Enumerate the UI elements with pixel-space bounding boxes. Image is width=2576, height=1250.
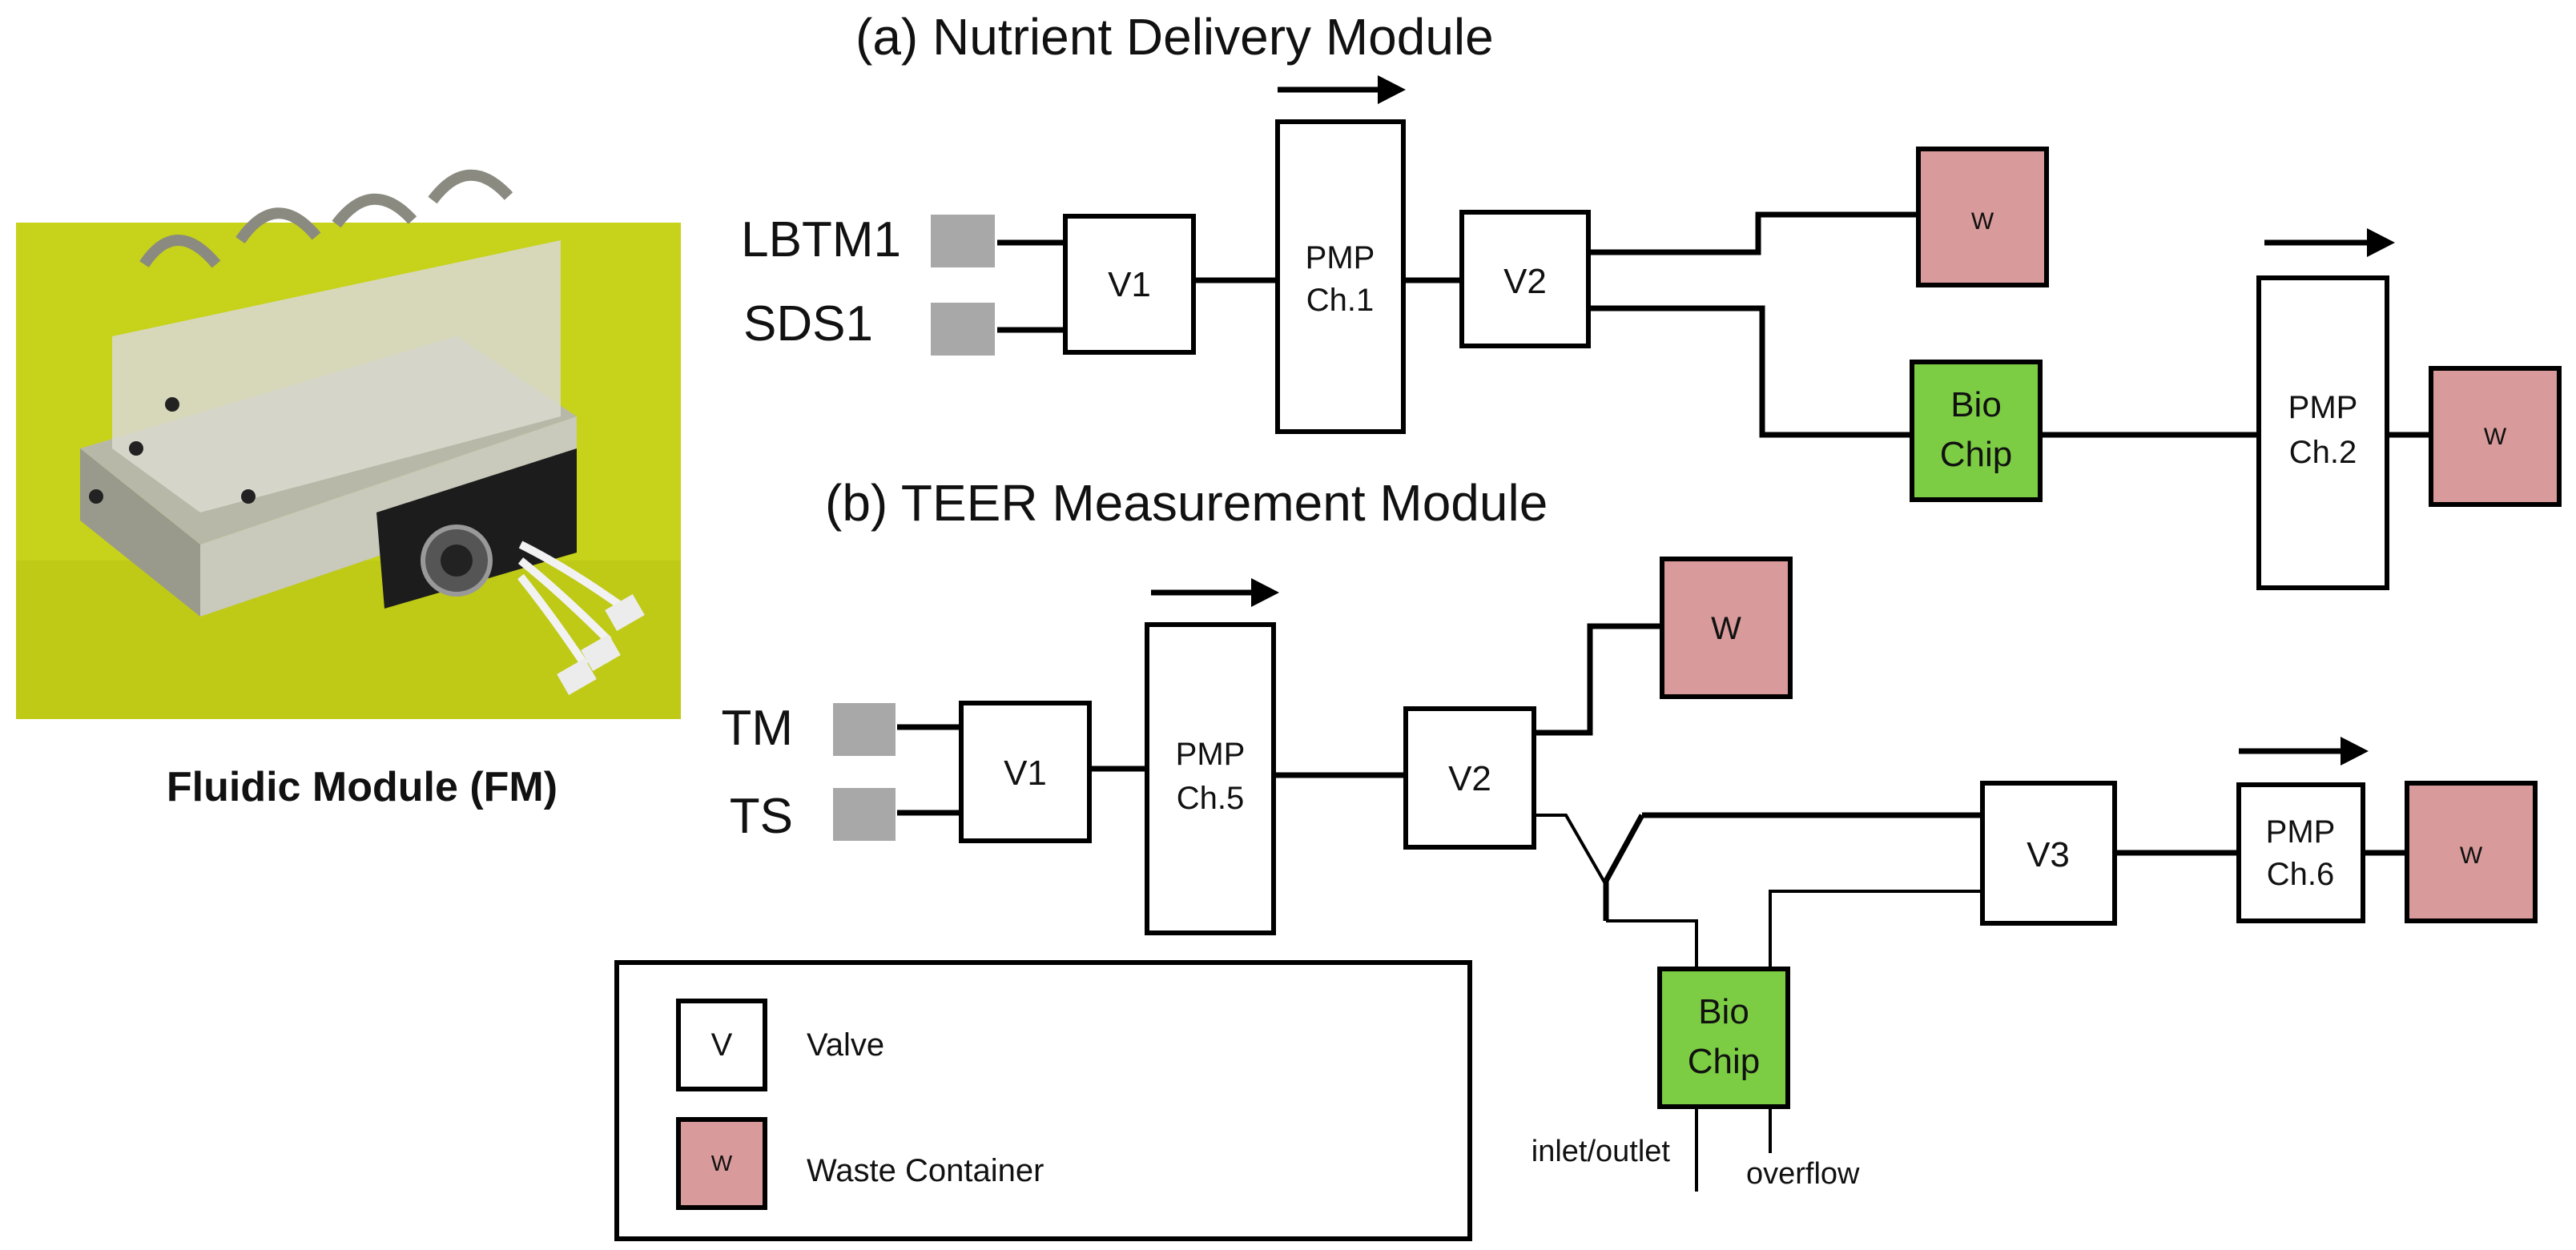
module-a-title: (a) Nutrient Delivery Module: [855, 8, 1494, 66]
module-b-pump-ch5: [1145, 622, 1276, 935]
input-label-tm: TM: [721, 701, 793, 756]
module-b-valve-2: [1403, 706, 1536, 850]
legend-valve-swatch: [676, 999, 767, 1091]
reservoir-ts: [833, 788, 896, 841]
module-a-waste-1: [1916, 147, 2049, 287]
fluidic-module-photo: [16, 169, 681, 719]
module-a-biochip-label-2: Chip: [1940, 435, 2013, 474]
module-a-pump-1-label-2: Ch.1: [1306, 283, 1375, 318]
module-b-waste-1-label: W: [1711, 611, 1741, 646]
module-a-valve-1: [1063, 214, 1196, 355]
module-b-waste-1: [1660, 557, 1793, 699]
flow-direction-arrow: [2239, 737, 2369, 766]
module-b-valve-2-label: V2: [1448, 759, 1491, 798]
module-a-biochip: [1910, 360, 2043, 502]
input-label-sds1: SDS1: [743, 296, 873, 352]
biochip-port-label-overflow: overflow: [1746, 1157, 1860, 1191]
module-b-pump-2-label-1: PMP: [2266, 814, 2336, 850]
module-b-title: (b) TEER Measurement Module: [825, 474, 1548, 532]
module-b-biochip: [1657, 967, 1790, 1109]
module-b-tubing: [897, 623, 2407, 1192]
module-b-waste-2: [2405, 781, 2538, 923]
module-a-pump-2-label-1: PMP: [2288, 390, 2358, 425]
reservoir-lbtm1: [931, 215, 995, 267]
module-b-pump-2-label-2: Ch.6: [2267, 857, 2335, 892]
module-a-biochip-label-1: Bio: [1950, 385, 2002, 424]
module-a-valve-1-label: V1: [1108, 265, 1151, 304]
module-a-valve-2-label: V2: [1503, 262, 1547, 301]
module-b-waste-2-label: W: [2460, 842, 2483, 869]
module-b-valve-1: [959, 701, 1092, 843]
legend-waste-symbol: W: [711, 1151, 733, 1176]
module-a-pump-2-label-2: Ch.2: [2289, 435, 2357, 470]
legend-valve-symbol: V: [711, 1027, 733, 1063]
photo-caption: Fluidic Module (FM): [167, 764, 557, 810]
module-a-valve-2: [1459, 210, 1591, 348]
module-b-pump-ch6: [2236, 782, 2365, 923]
input-label-ts: TS: [730, 789, 793, 844]
module-b-valve-1-label: V1: [1004, 754, 1047, 793]
module-a-waste-1-label: W: [1971, 208, 1994, 235]
module-a-waste-2: [2429, 366, 2562, 507]
module-b-biochip-label-2: Chip: [1688, 1042, 1761, 1081]
module-a-pump-ch1: [1275, 119, 1406, 434]
module-b-valve-3-label: V3: [2027, 835, 2070, 874]
input-label-lbtm1: LBTM1: [741, 212, 901, 267]
module-a-pump-ch2: [2256, 275, 2389, 590]
flow-direction-arrow: [1151, 578, 1279, 607]
module-b-pump-1-label-2: Ch.5: [1177, 781, 1245, 816]
module-b-valve-3: [1980, 781, 2117, 926]
legend: V Valve W Waste Container: [614, 960, 1472, 1241]
module-b-pump-1-label-1: PMP: [1176, 737, 1246, 772]
legend-waste-label: Waste Container: [807, 1153, 1044, 1188]
flow-direction-arrow: [1278, 75, 1406, 104]
biochip-port-label-inlet-outlet: inlet/outlet: [1532, 1135, 1671, 1168]
module-a-tubing: [997, 211, 2431, 438]
flow-direction-arrow: [2264, 228, 2395, 257]
reservoir-sds1: [931, 303, 995, 356]
module-a-pump-1-label-1: PMP: [1306, 240, 1375, 275]
legend-valve-label: Valve: [807, 1027, 884, 1063]
reservoir-tm: [833, 703, 896, 756]
module-b-biochip-label-1: Bio: [1698, 992, 1749, 1031]
legend-waste-swatch: [676, 1117, 767, 1210]
module-a-waste-2-label: W: [2484, 424, 2507, 450]
